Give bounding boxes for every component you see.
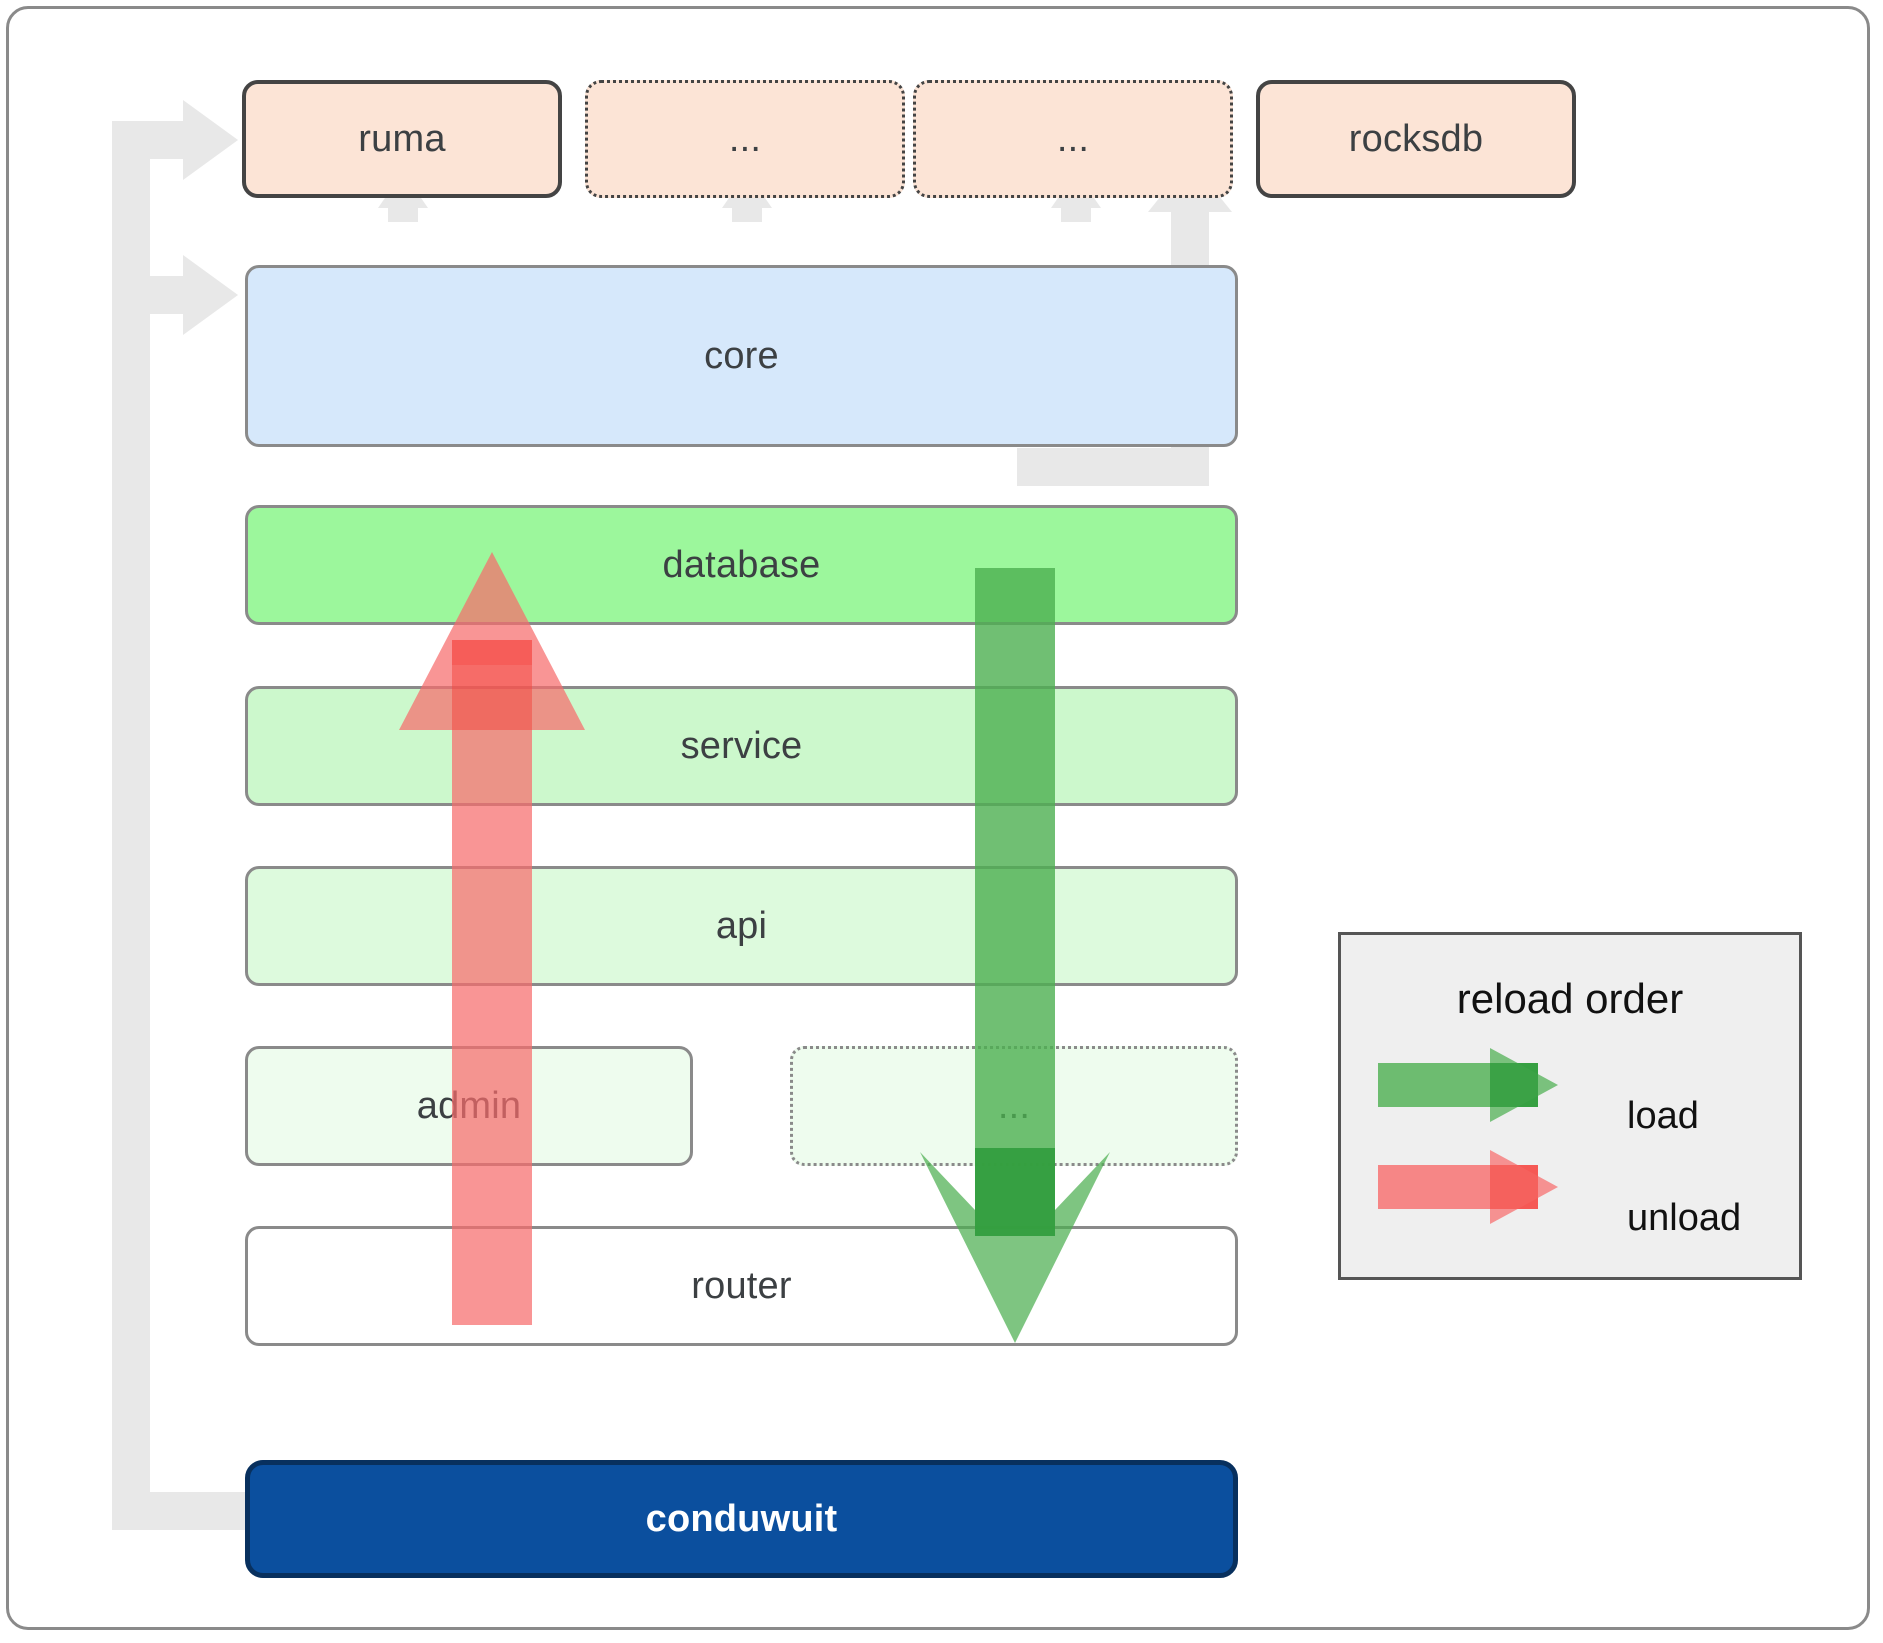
- dependency-label-ruma: ruma: [358, 117, 446, 160]
- legend-panel: reload order load unload: [1338, 932, 1802, 1280]
- layer-box-core[interactable]: core: [245, 265, 1238, 447]
- layer-box-api[interactable]: api: [245, 866, 1238, 986]
- layer-label-core: core: [704, 334, 779, 377]
- layer-box-admin[interactable]: admin: [245, 1046, 693, 1166]
- binary-label-conduwuit: conduwuit: [645, 1497, 838, 1540]
- layer-box-dots[interactable]: ...: [790, 1046, 1238, 1166]
- layer-label-admin: admin: [416, 1084, 522, 1127]
- dependency-label-dots-1: ...: [728, 117, 762, 160]
- layer-label-database: database: [662, 543, 821, 586]
- dependency-box-rocksdb[interactable]: rocksdb: [1256, 80, 1576, 198]
- legend-label-unload: unload: [1627, 1197, 1742, 1239]
- dependency-label-rocksdb: rocksdb: [1348, 117, 1484, 160]
- layer-box-database[interactable]: database: [245, 505, 1238, 625]
- dependency-box-dots-2[interactable]: ...: [913, 80, 1233, 198]
- dependency-box-dots-1[interactable]: ...: [585, 80, 905, 198]
- legend-label-load: load: [1627, 1095, 1699, 1137]
- dependency-label-dots-2: ...: [1056, 117, 1090, 160]
- dependency-box-ruma[interactable]: ruma: [242, 80, 562, 198]
- layer-label-api: api: [715, 904, 768, 947]
- layer-label-router: router: [691, 1264, 792, 1307]
- layer-box-service[interactable]: service: [245, 686, 1238, 806]
- layer-label-dots: ...: [997, 1084, 1031, 1127]
- layer-label-service: service: [680, 724, 803, 767]
- binary-box-conduwuit[interactable]: conduwuit: [245, 1460, 1238, 1578]
- diagram-frame: [6, 6, 1870, 1630]
- layer-box-router[interactable]: router: [245, 1226, 1238, 1346]
- legend-title: reload order: [1456, 975, 1684, 1022]
